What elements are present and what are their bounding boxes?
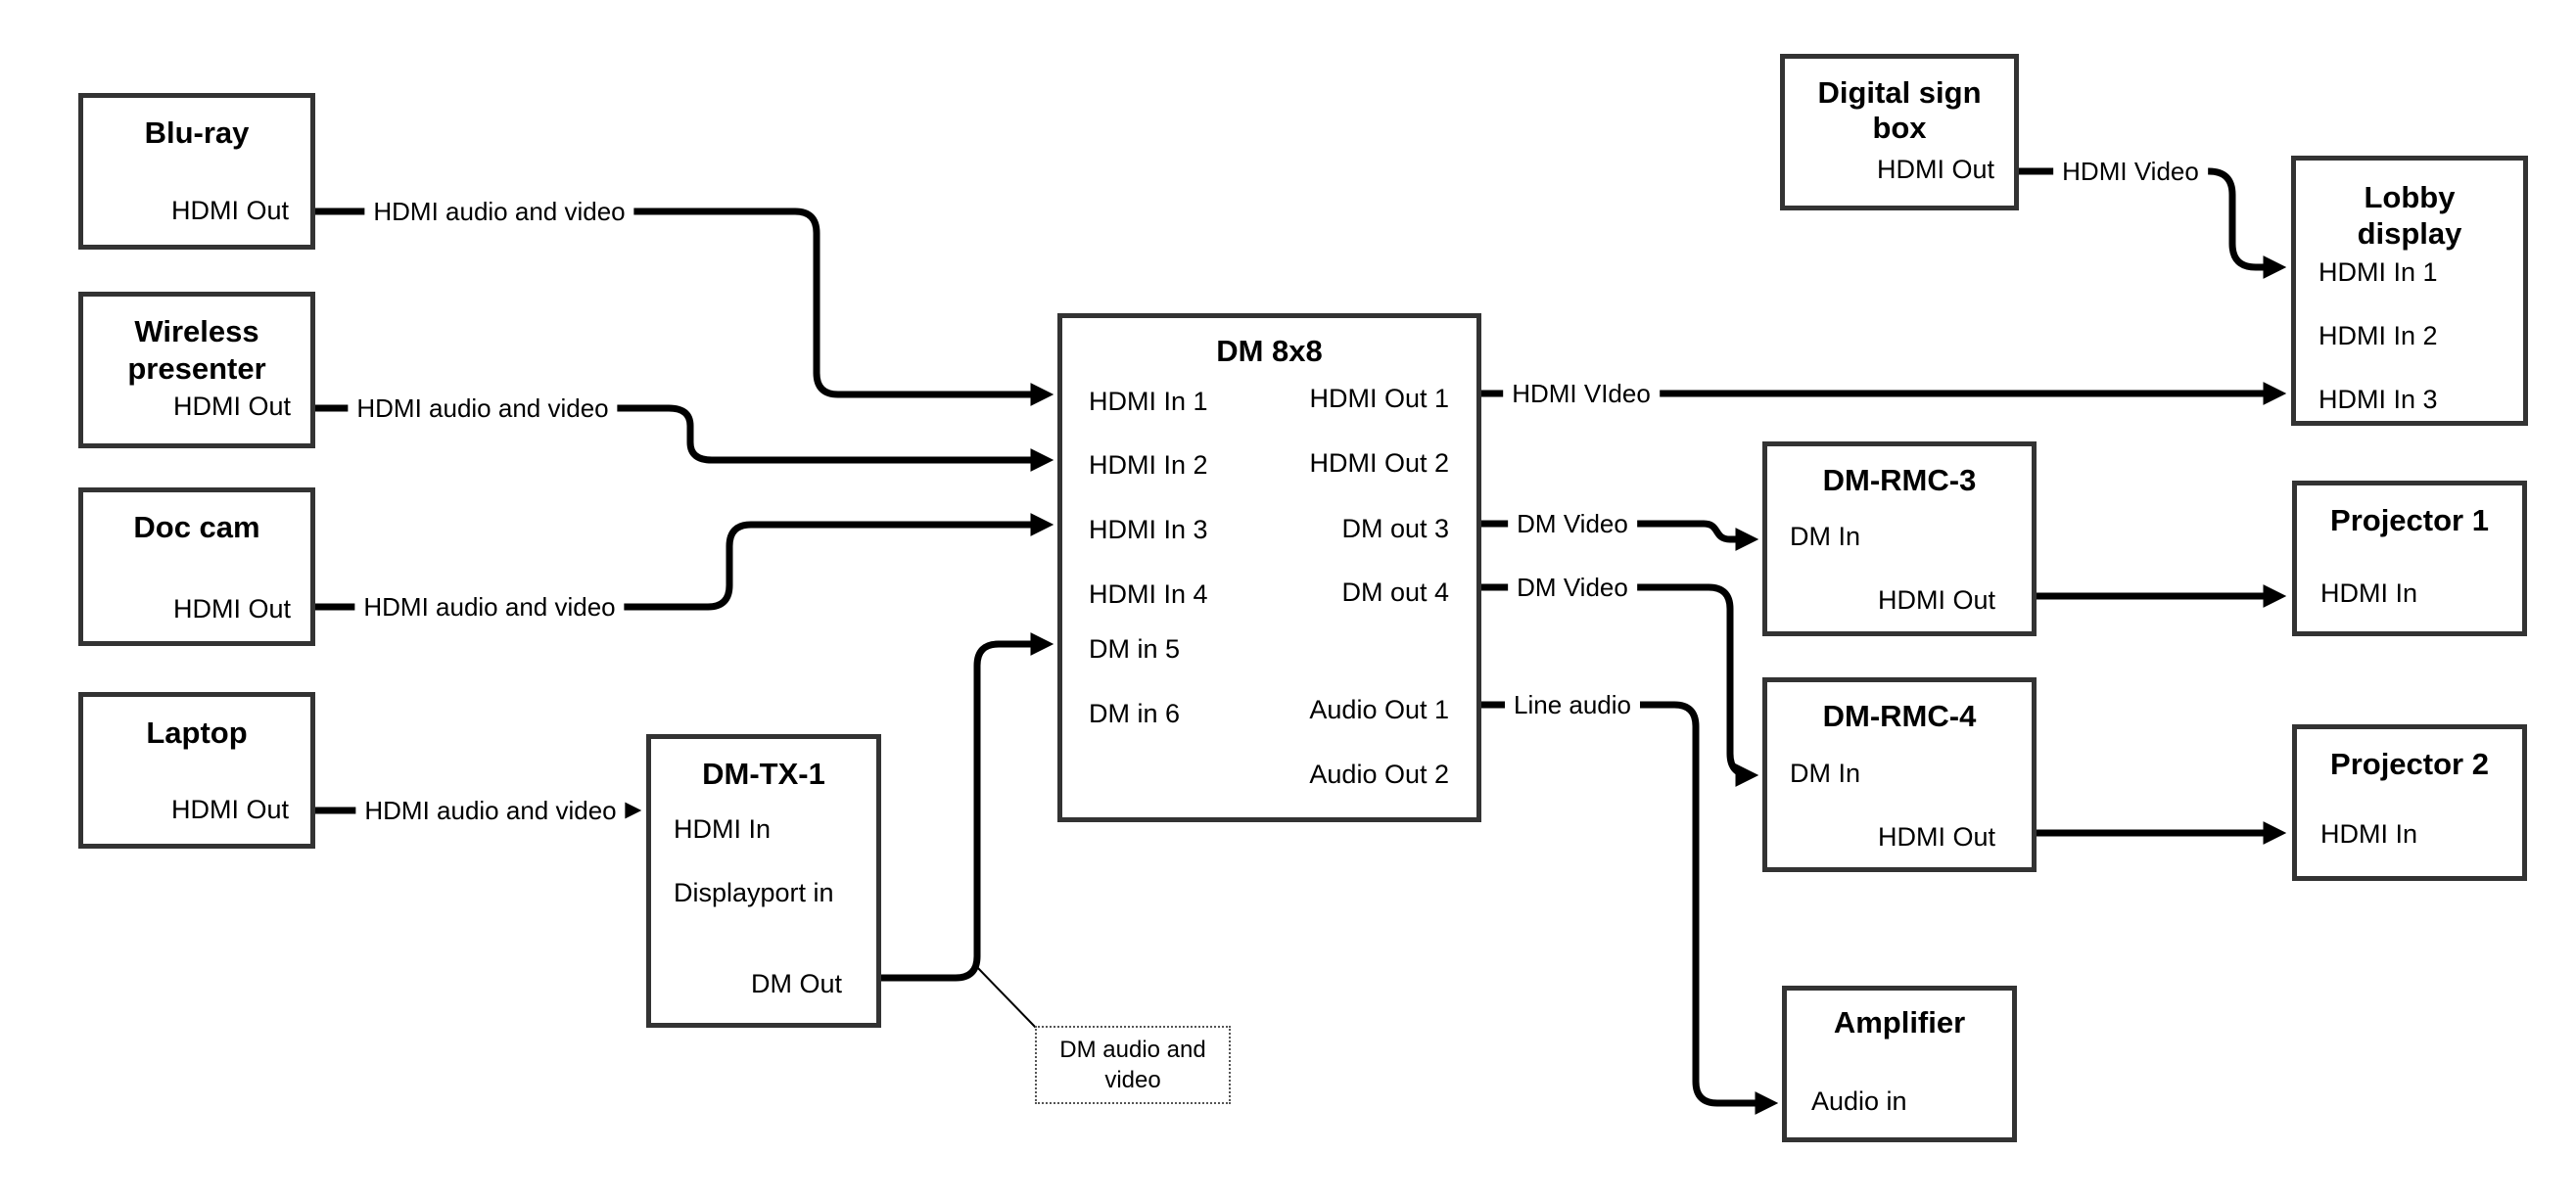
wire-digital-sign-to-lobby-hdmi-in-1 bbox=[2019, 167, 2287, 279]
callout-line2: video bbox=[1104, 1067, 1161, 1093]
device-title-line2: display bbox=[2357, 216, 2462, 251]
port-lobby-hdmi-in-3: HDMI In 3 bbox=[2318, 385, 2438, 414]
wire-label-hdmi-video-sign: HDMI Video bbox=[2053, 156, 2208, 187]
device-dm-rmc-3: DM-RMC-3 DM In HDMI Out bbox=[1762, 441, 2037, 636]
device-title: DM 8x8 bbox=[1216, 334, 1323, 368]
wire-dm8x8-dm-out-4-to-rmc4-dm-in bbox=[1481, 583, 1759, 787]
port-dm8x8-hdmi-in-4: HDMI In 4 bbox=[1089, 579, 1208, 609]
device-dm-tx-1: DM-TX-1 HDMI In Displayport in DM Out bbox=[646, 734, 881, 1028]
port-rmc4-hdmi-out: HDMI Out bbox=[1877, 822, 1995, 852]
device-title: DM-TX-1 bbox=[702, 757, 825, 791]
port-dm8x8-audio-out-1: Audio Out 1 bbox=[1309, 695, 1449, 724]
device-laptop: Laptop HDMI Out bbox=[78, 692, 315, 849]
port-wireless-hdmi-out: HDMI Out bbox=[172, 392, 291, 421]
port-dmtx1-dm-out: DM Out bbox=[750, 969, 842, 998]
port-laptop-hdmi-out: HDMI Out bbox=[170, 795, 289, 824]
device-title-line1: Wireless bbox=[134, 314, 259, 348]
wire-label-hdmi-audio-video-4: HDMI audio and video bbox=[355, 795, 626, 826]
device-title: DM-RMC-3 bbox=[1822, 463, 1977, 497]
port-dm8x8-dm-in-5: DM in 5 bbox=[1089, 634, 1181, 664]
port-dm8x8-dm-in-6: DM in 6 bbox=[1089, 699, 1181, 728]
port-dm8x8-dm-out-4: DM out 4 bbox=[1341, 577, 1449, 607]
device-dm-8x8: DM 8x8 HDMI In 1 HDMI In 2 HDMI In 3 HDM… bbox=[1057, 313, 1481, 822]
wire-dm8x8-dm-out-3-to-rmc3-dm-in bbox=[1481, 520, 1759, 551]
device-title-line1: Lobby bbox=[2364, 180, 2456, 214]
port-bluray-hdmi-out: HDMI Out bbox=[170, 196, 289, 225]
port-projector1-hdmi-in: HDMI In bbox=[2320, 578, 2418, 608]
port-amplifier-audio-in: Audio in bbox=[1811, 1086, 1907, 1116]
port-projector2-hdmi-in: HDMI In bbox=[2320, 819, 2418, 849]
device-digital-sign-box: Digital sign box HDMI Out bbox=[1780, 54, 2019, 210]
port-dm8x8-hdmi-out-2: HDMI Out 2 bbox=[1309, 448, 1449, 478]
port-dmtx1-hdmi-in: HDMI In bbox=[674, 814, 772, 844]
device-title: Projector 1 bbox=[2330, 503, 2489, 537]
device-title-line2: presenter bbox=[127, 351, 266, 386]
port-dm8x8-dm-out-3: DM out 3 bbox=[1341, 514, 1449, 543]
port-dm8x8-hdmi-out-1: HDMI Out 1 bbox=[1309, 384, 1449, 413]
port-sign-hdmi-out: HDMI Out bbox=[1876, 155, 1994, 184]
device-title: Projector 2 bbox=[2330, 747, 2489, 781]
device-title-line1: Digital sign bbox=[1817, 75, 1982, 110]
device-doc-cam: Doc cam HDMI Out bbox=[78, 487, 315, 646]
port-dmtx1-displayport-in: Displayport in bbox=[674, 878, 834, 907]
device-bluray: Blu-ray HDMI Out bbox=[78, 93, 315, 250]
wire-label-hdmi-video-out1: HDMI VIdeo bbox=[1503, 378, 1660, 409]
wire-bluray-to-dm8x8-hdmi-in-1 bbox=[315, 208, 1054, 406]
device-projector-1: Projector 1 HDMI In bbox=[2292, 481, 2527, 636]
device-title: DM-RMC-4 bbox=[1822, 699, 1977, 733]
wire-label-line-audio: Line audio bbox=[1505, 689, 1640, 720]
device-title-line2: box bbox=[1872, 111, 1927, 145]
wire-doccam-to-dm8x8-hdmi-in-3 bbox=[315, 513, 1054, 611]
wire-label-hdmi-audio-video-1: HDMI audio and video bbox=[364, 196, 634, 227]
device-title: Doc cam bbox=[133, 510, 260, 544]
wire-dm8x8-audio-out-1-to-amplifier bbox=[1481, 701, 1779, 1115]
device-projector-2: Projector 2 HDMI In bbox=[2292, 724, 2527, 881]
wire-wireless-to-dm8x8-hdmi-in-2 bbox=[315, 404, 1054, 472]
port-dm8x8-hdmi-in-2: HDMI In 2 bbox=[1089, 450, 1208, 480]
wire-label-dm-video-1: DM Video bbox=[1508, 508, 1637, 539]
port-dm8x8-audio-out-2: Audio Out 2 bbox=[1309, 760, 1449, 789]
wire-label-hdmi-audio-video-3: HDMI audio and video bbox=[354, 591, 625, 623]
wire-label-dm-video-2: DM Video bbox=[1508, 572, 1637, 603]
device-dm-rmc-4: DM-RMC-4 DM In HDMI Out bbox=[1762, 677, 2037, 872]
port-dm8x8-hdmi-in-1: HDMI In 1 bbox=[1089, 387, 1208, 416]
port-lobby-hdmi-in-1: HDMI In 1 bbox=[2318, 257, 2438, 287]
device-lobby-display: Lobby display HDMI In 1 HDMI In 2 HDMI I… bbox=[2291, 156, 2528, 426]
port-lobby-hdmi-in-2: HDMI In 2 bbox=[2318, 321, 2438, 350]
wire-dmtx1-dmout-to-dm8x8-dm-in-5 bbox=[881, 632, 1054, 982]
port-dm8x8-hdmi-in-3: HDMI In 3 bbox=[1089, 515, 1208, 544]
port-rmc3-dm-in: DM In bbox=[1790, 522, 1861, 551]
port-rmc3-hdmi-out: HDMI Out bbox=[1877, 585, 1995, 615]
callout-line1: DM audio and bbox=[1059, 1037, 1206, 1063]
wire-label-hdmi-audio-video-2: HDMI audio and video bbox=[348, 393, 618, 424]
port-doccam-hdmi-out: HDMI Out bbox=[172, 594, 291, 624]
device-title: Laptop bbox=[146, 716, 248, 750]
device-title: Blu-ray bbox=[144, 115, 250, 150]
callout-leader-line bbox=[974, 964, 1037, 1029]
device-title: Amplifier bbox=[1833, 1005, 1966, 1039]
device-wireless-presenter: Wireless presenter HDMI Out bbox=[78, 292, 315, 448]
device-amplifier: Amplifier Audio in bbox=[1782, 986, 2017, 1142]
port-rmc4-dm-in: DM In bbox=[1790, 759, 1861, 788]
callout-dm-audio-video: DM audio and video bbox=[1035, 1026, 1231, 1104]
